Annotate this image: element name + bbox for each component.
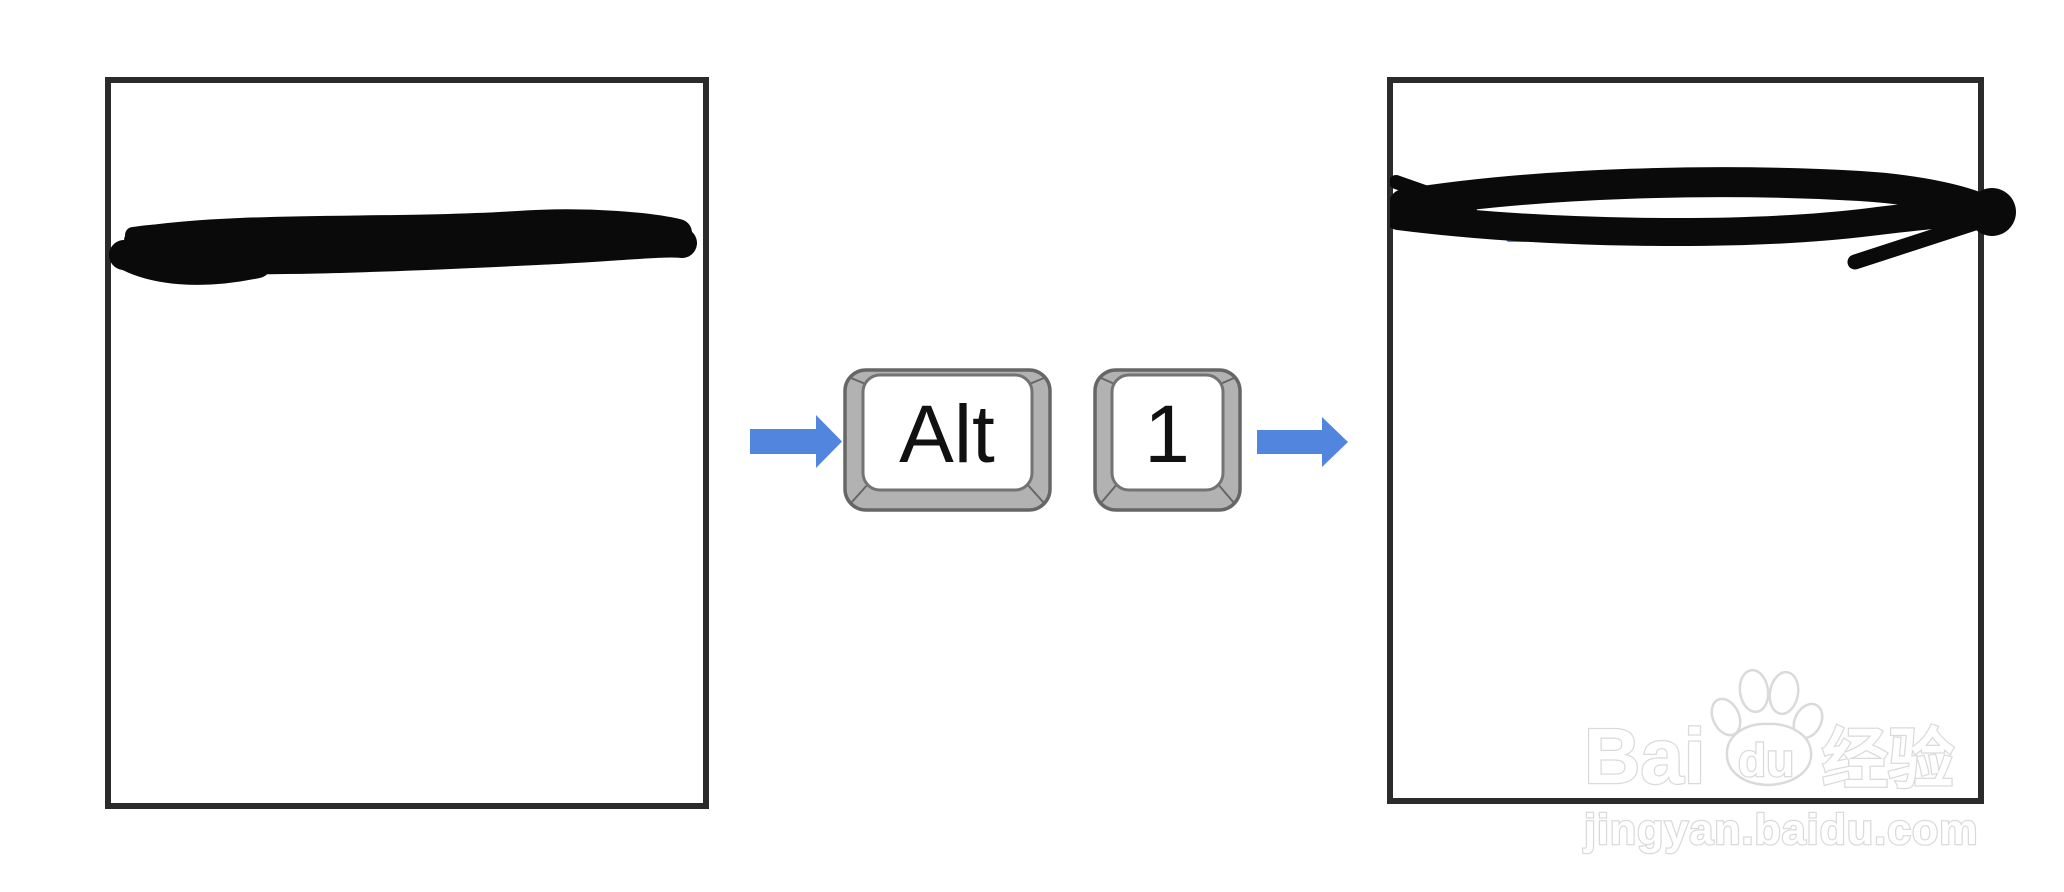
one-keycap: 1: [1093, 368, 1242, 512]
arrow-right-icon: [750, 415, 842, 468]
watermark-url-text: jingyan.baidu.com: [1583, 806, 1979, 854]
paw-print-icon: [1710, 668, 1824, 787]
one-key-label: 1: [1144, 389, 1190, 480]
scribble-strokes: [1390, 167, 2004, 270]
redaction-scribble-left: [109, 209, 697, 285]
arrow-right-icon: [1257, 417, 1348, 467]
watermark-brand-du-text: du: [1738, 734, 1794, 786]
alt-keycap: Alt: [843, 368, 1052, 512]
alt-key-label: Alt: [899, 389, 995, 480]
left-document-page: [105, 77, 709, 809]
baidu-jingyan-watermark: Bai du 经验 jingyan.baidu.com: [1582, 668, 1979, 855]
redaction-scribble-right: [1390, 167, 2016, 270]
scribble-blob-end: [1968, 188, 2016, 236]
watermark-brand-text: Bai: [1584, 712, 1705, 800]
scribble-strokes: [109, 209, 697, 285]
watermark-brand-cn-text: 经验: [1822, 722, 1954, 796]
